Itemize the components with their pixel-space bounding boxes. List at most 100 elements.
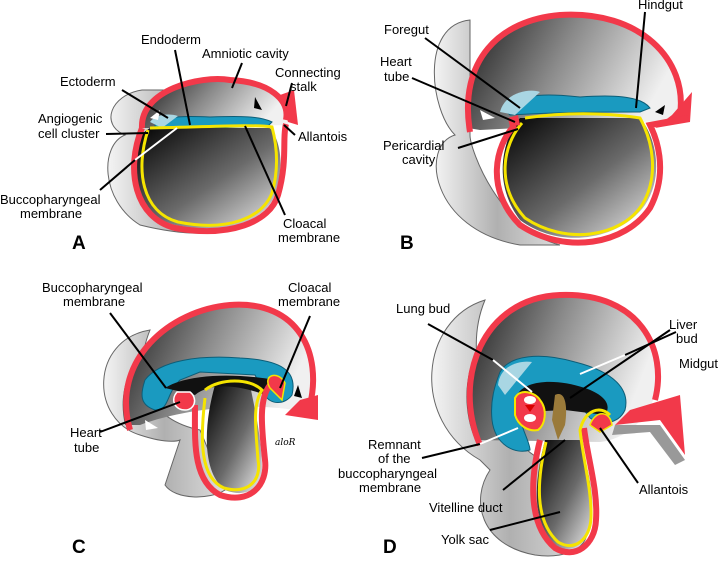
label-foregut: Foregut [384, 22, 429, 37]
label-angiogenic-1: Angiogenic [38, 111, 103, 126]
panel-b-endoderm [503, 112, 655, 237]
panel-d-leader-remnant-white [479, 427, 519, 445]
label-ectoderm: Ectoderm [60, 74, 116, 89]
panel-a-arrow-right [254, 97, 262, 110]
panel-d-leader-midgut [624, 331, 677, 356]
panel-b: Hindgut Foregut Heart tube Pericardial c… [380, 0, 692, 254]
label-endoderm: Endoderm [141, 32, 201, 47]
label-angiogenic-2: cell cluster [38, 126, 100, 141]
panel-c-stalk [285, 395, 318, 420]
panel-a-leader-amniotic [231, 62, 243, 89]
panel-letter-a: A [72, 233, 86, 254]
panel-letter-c: C [72, 537, 86, 558]
label-pericardial-1: Pericardial [383, 138, 445, 153]
label-vitelline-duct: Vitelline duct [429, 500, 503, 515]
panel-d-leader-allantois [599, 427, 639, 484]
artist-signature: aloR [275, 438, 296, 448]
panel-c-arrow-left [145, 420, 158, 430]
panel-c-endoderm [200, 379, 264, 492]
panel-d-stalk [615, 395, 685, 455]
label-heart-tube-c-1: Heart [70, 425, 102, 440]
panel-c-yolk-sac [206, 385, 262, 494]
panel-a-leader-bucco-white [134, 127, 178, 161]
panel-c-arrow-right [294, 385, 302, 398]
label-midgut: Midgut [679, 356, 718, 371]
label-lung-bud: Lung bud [396, 301, 450, 316]
label-buccopharyngeal-a-2: membrane [20, 206, 82, 221]
panel-d-leader-vitelline [502, 439, 566, 491]
label-buccopharyngeal-c-1: Buccopharyngeal [42, 280, 143, 295]
label-cloacal-c-2: membrane [278, 294, 340, 309]
panel-a-yolk-sac [133, 128, 281, 229]
label-liver-bud-2: bud [676, 331, 698, 346]
label-amniotic-cavity: Amniotic cavity [202, 46, 289, 61]
panel-d-leader-midgut-white [579, 354, 626, 375]
label-hindgut: Hindgut [638, 0, 683, 12]
panel-d-endoderm [537, 408, 612, 548]
panel-a-leader-bucco [99, 159, 136, 191]
panel-c-hindgut-fold [267, 374, 286, 402]
panel-d-leader-lung-bud-white [492, 359, 533, 393]
panel-b-arrow-right [655, 105, 665, 115]
panel-a-leader-allantois [283, 124, 296, 136]
panel-a-amniotic-cavity [141, 79, 289, 128]
label-cloacal-a-2: membrane [278, 230, 340, 245]
label-remnant-4: membrane [359, 480, 421, 495]
label-cloacal-a-1: Cloacal [283, 216, 326, 231]
label-buccopharyngeal-a-1: Buccopharyngeal [0, 192, 101, 207]
panel-b-yolk-ectoderm [493, 115, 689, 246]
panel-b-leader-foregut [424, 37, 521, 109]
panel-c-leader-cloacal [279, 315, 311, 389]
panel-b-yolk-sac [502, 118, 657, 238]
panel-d-pericardial-white-2 [524, 414, 536, 422]
panel-d-yolk-ectoderm [530, 427, 600, 556]
label-allantois-a: Allantois [298, 129, 348, 144]
panel-letter-b: B [400, 233, 414, 254]
label-buccopharyngeal-c-2: membrane [63, 294, 125, 309]
panel-b-leader-heart [411, 77, 516, 123]
panel-d-yolk-sac [536, 440, 593, 549]
panel-b-amnion-ectoderm [465, 11, 684, 133]
label-heart-tube-b-2: tube [384, 69, 409, 84]
panel-c-yolk-ectoderm [191, 383, 273, 501]
panel-d-heart [525, 405, 535, 412]
label-remnant-3: buccopharyngeal [338, 466, 437, 481]
panel-c-amnion-blue [141, 356, 294, 411]
panel-c-amnion-ectoderm [123, 301, 317, 431]
panel-a-endoderm [140, 124, 279, 227]
panel-d-stalk-shadow [612, 425, 685, 465]
panel-a-leader-cloacal [244, 125, 286, 216]
panel-b-leader-pericardial [457, 128, 519, 149]
panel-d-leader-yolk-sac [489, 511, 561, 531]
label-connecting-stalk-2: stalk [290, 79, 317, 94]
panel-a-connecting-stalk [280, 90, 298, 125]
panel-d-leader-lung-bud [427, 323, 494, 361]
panel-d-amnion-ectoderm [466, 291, 661, 447]
panel-a: Endoderm Amniotic cavity Connecting stal… [0, 32, 348, 254]
label-heart-tube-b-1: Heart [380, 54, 412, 69]
panel-d-allantois [589, 413, 613, 433]
panel-d-leader-remnant [421, 443, 481, 459]
panel-b-leader-hindgut [635, 11, 646, 109]
panel-c: Buccopharyngeal membrane Cloacal membran… [42, 280, 340, 558]
panel-a-leader-ectoderm [121, 89, 169, 119]
panel-b-amnion-lightblue [500, 90, 540, 115]
label-allantois-d: Allantois [639, 482, 689, 497]
panel-letter-d: D [383, 537, 397, 558]
label-heart-tube-c-2: tube [74, 440, 99, 455]
label-pericardial-2: cavity [402, 152, 436, 167]
panel-a-leader-angiogenic [105, 132, 149, 135]
label-cloacal-c-1: Cloacal [288, 280, 331, 295]
label-connecting-stalk-1: Connecting [275, 65, 341, 80]
panel-d-liver-bud [552, 394, 567, 440]
label-remnant-1: Remnant [368, 437, 421, 452]
label-liver-bud-1: Liver [669, 317, 698, 332]
panel-c-heart-tube [173, 391, 196, 411]
panel-a-leader-connecting [285, 82, 293, 107]
panel-d-pericardial-white-1 [524, 396, 536, 404]
panel-d: Lung bud Liver bud Midgut Remnant of the… [338, 291, 718, 558]
panel-a-leader-endoderm [174, 49, 191, 126]
panel-c-leader-heart [99, 401, 181, 433]
panel-b-outer-shadow [433, 19, 561, 246]
